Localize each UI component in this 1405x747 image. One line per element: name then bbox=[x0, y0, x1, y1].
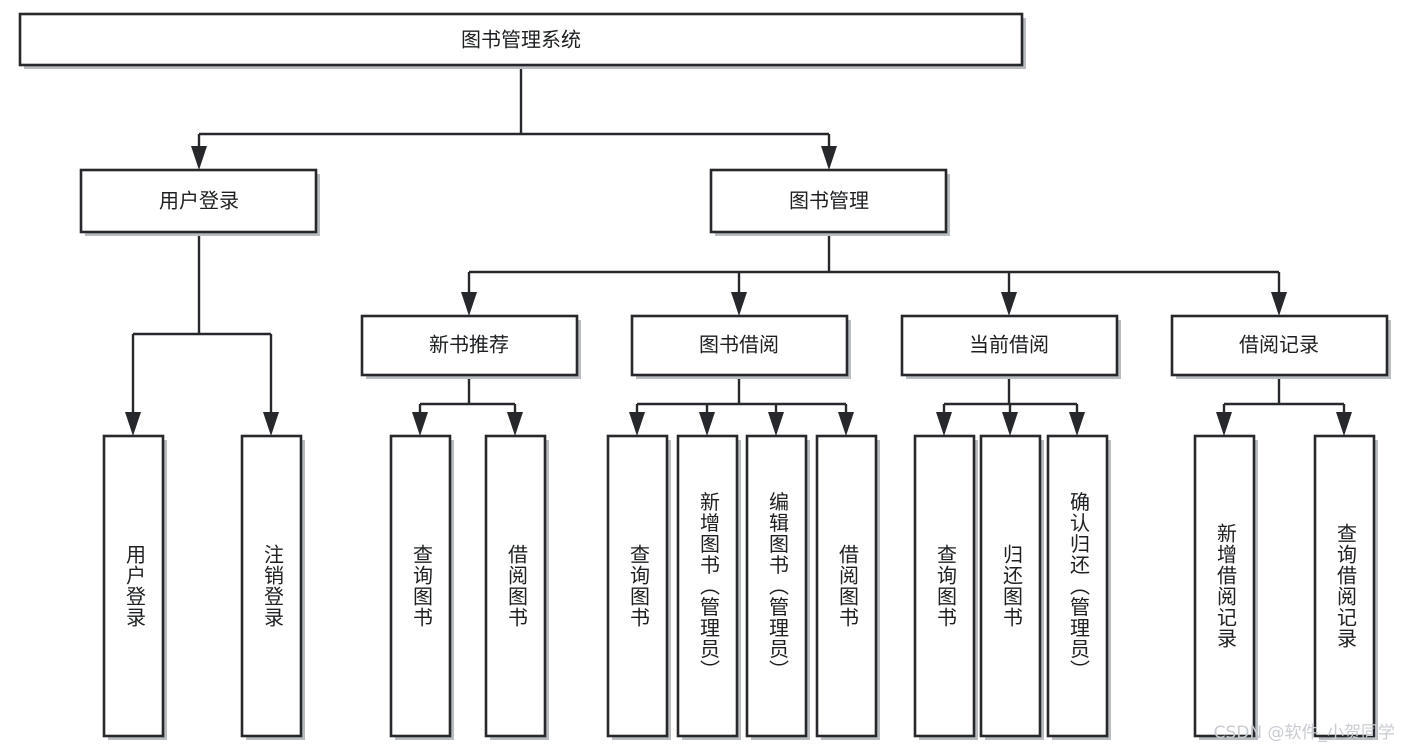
leaf-confirm-return-rect bbox=[1046, 434, 1109, 738]
arrow-leaf-query-book-a bbox=[412, 412, 428, 436]
leaf-edit-book-label: 编辑图书（管理员） bbox=[766, 491, 790, 680]
arrow-leaf-query-book-b bbox=[629, 412, 645, 436]
book-borrow-label: 图书借阅 bbox=[699, 333, 779, 357]
node-book-manage[interactable]: 图书管理 bbox=[709, 168, 950, 236]
new-book-rec-label: 新书推荐 bbox=[429, 333, 509, 357]
arrow-book-manage bbox=[821, 146, 837, 170]
node-current-borrow[interactable]: 当前借阅 bbox=[900, 314, 1121, 379]
arrow-user-login bbox=[191, 146, 207, 170]
arrow-leaf-add-book bbox=[699, 412, 715, 436]
node-leaf-edit-book[interactable]: 编辑图书（管理员） bbox=[745, 434, 810, 740]
node-new-book-rec[interactable]: 新书推荐 bbox=[360, 314, 581, 379]
node-user-login[interactable]: 用户登录 bbox=[79, 168, 320, 236]
new-book-rec-rect bbox=[360, 314, 579, 377]
leaf-add-record-rect bbox=[1193, 434, 1256, 738]
leaf-add-record-label: 新增借阅记录 bbox=[1214, 523, 1238, 649]
leaf-user-login-rect bbox=[102, 434, 165, 738]
leaf-query-book-a-label: 查询图书 bbox=[410, 544, 434, 628]
current-borrow-label: 当前借阅 bbox=[969, 333, 1049, 357]
node-leaf-query-book-b[interactable]: 查询图书 bbox=[606, 434, 671, 740]
root-label: 图书管理系统 bbox=[461, 28, 581, 52]
leaf-return-book-rect bbox=[979, 434, 1042, 738]
arrow-leaf-query-record bbox=[1336, 412, 1352, 436]
arrow-leaf-add-record bbox=[1216, 412, 1232, 436]
node-leaf-add-book[interactable]: 新增图书（管理员） bbox=[676, 434, 741, 740]
borrow-record-rect bbox=[1170, 314, 1389, 377]
leaf-query-book-b-label: 查询图书 bbox=[627, 544, 651, 628]
leaf-edit-book-rect bbox=[745, 434, 808, 738]
leaf-borrow-book-b-label: 借阅图书 bbox=[836, 544, 860, 628]
leaf-query-book-b-rect bbox=[606, 434, 669, 738]
user-login-rect bbox=[79, 168, 318, 234]
arrow-leaf-logout bbox=[263, 412, 279, 436]
arrow-leaf-borrow-book-b bbox=[838, 412, 854, 436]
node-borrow-record[interactable]: 借阅记录 bbox=[1170, 314, 1391, 379]
arrow-leaf-return-book bbox=[1002, 412, 1018, 436]
user-login-label: 用户登录 bbox=[159, 189, 239, 213]
arrow-current-borrow bbox=[1001, 292, 1017, 316]
leaf-borrow-book-a-label: 借阅图书 bbox=[505, 544, 529, 628]
node-leaf-query-book-c[interactable]: 查询图书 bbox=[913, 434, 978, 740]
node-leaf-add-record[interactable]: 新增借阅记录 bbox=[1193, 434, 1258, 740]
node-book-borrow[interactable]: 图书借阅 bbox=[630, 314, 851, 379]
node-leaf-query-book-a[interactable]: 查询图书 bbox=[389, 434, 454, 740]
leaf-logout-label: 注销登录 bbox=[261, 544, 285, 628]
node-leaf-confirm-return[interactable]: 确认归还（管理员） bbox=[1046, 434, 1111, 740]
node-root[interactable]: 图书管理系统 bbox=[18, 12, 1026, 69]
leaf-query-record-label: 查询借阅记录 bbox=[1334, 523, 1358, 649]
node-leaf-borrow-book-b[interactable]: 借阅图书 bbox=[815, 434, 880, 740]
leaf-logout-rect bbox=[240, 434, 303, 738]
arrow-leaf-user-login bbox=[125, 412, 141, 436]
arrow-leaf-borrow-book-a bbox=[507, 412, 523, 436]
arrow-leaf-edit-book bbox=[768, 412, 784, 436]
node-leaf-query-record[interactable]: 查询借阅记录 bbox=[1313, 434, 1378, 740]
leaf-add-book-label: 新增图书（管理员） bbox=[697, 491, 721, 680]
leaf-confirm-return-label: 确认归还（管理员） bbox=[1067, 491, 1091, 680]
book-manage-label: 图书管理 bbox=[789, 189, 869, 213]
leaf-user-login-label: 用户登录 bbox=[123, 544, 147, 628]
leaf-add-book-rect bbox=[676, 434, 739, 738]
arrow-book-borrow bbox=[731, 292, 747, 316]
current-borrow-rect bbox=[900, 314, 1119, 377]
leaf-query-book-c-rect bbox=[913, 434, 976, 738]
arrow-borrow-record bbox=[1271, 292, 1287, 316]
book-manage-rect bbox=[709, 168, 948, 234]
node-leaf-logout[interactable]: 注销登录 bbox=[240, 434, 305, 740]
arrow-new-book-rec bbox=[461, 292, 477, 316]
node-leaf-user-login[interactable]: 用户登录 bbox=[102, 434, 167, 740]
connector-layer bbox=[125, 66, 1352, 436]
node-leaf-borrow-book-a[interactable]: 借阅图书 bbox=[484, 434, 549, 740]
leaf-query-book-c-label: 查询图书 bbox=[934, 544, 958, 628]
leaf-borrow-book-b-rect bbox=[815, 434, 878, 738]
arrow-leaf-query-book-c bbox=[936, 412, 952, 436]
node-leaf-return-book[interactable]: 归还图书 bbox=[979, 434, 1044, 740]
book-borrow-rect bbox=[630, 314, 849, 377]
leaf-query-book-a-rect bbox=[389, 434, 452, 738]
arrow-leaf-confirm-return bbox=[1069, 412, 1085, 436]
root-rect bbox=[18, 12, 1024, 67]
borrow-record-label: 借阅记录 bbox=[1239, 333, 1319, 357]
leaf-query-record-rect bbox=[1313, 434, 1376, 738]
leaf-return-book-label: 归还图书 bbox=[1000, 544, 1024, 628]
leaf-borrow-book-a-rect bbox=[484, 434, 547, 738]
